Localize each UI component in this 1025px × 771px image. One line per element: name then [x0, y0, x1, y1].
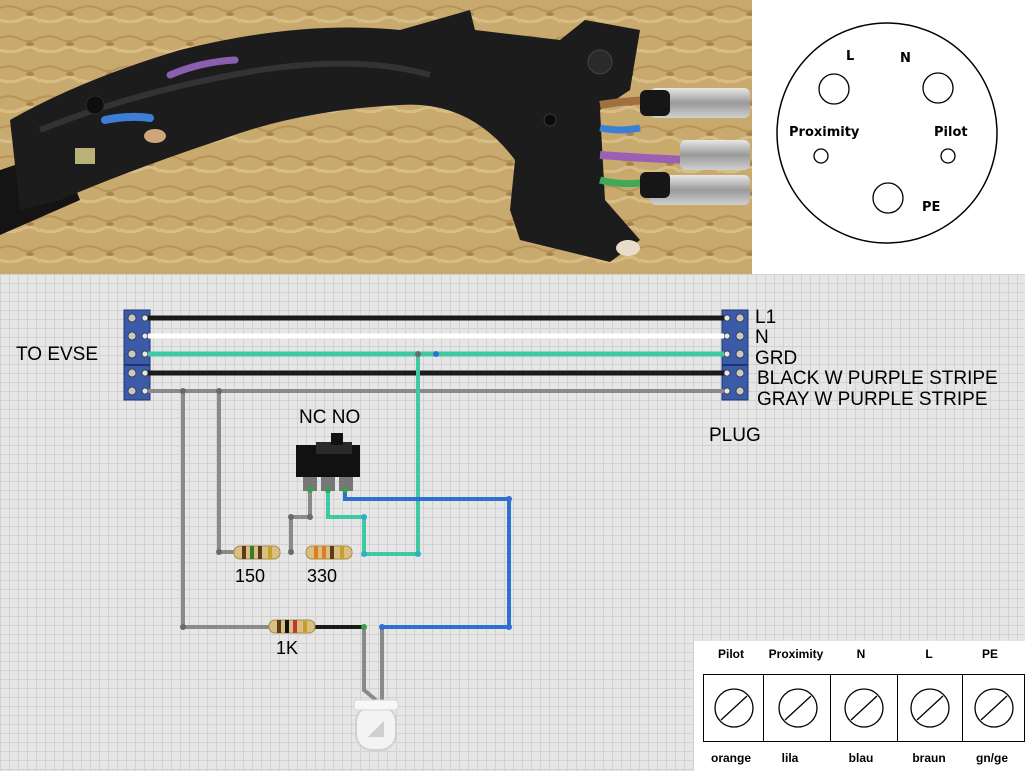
wire-switch-common	[289, 490, 312, 552]
connector-photo	[0, 0, 752, 274]
resistor-label-330: 330	[307, 566, 338, 586]
terminal-proximity	[764, 675, 831, 741]
wire-label-l1: L1	[755, 307, 777, 328]
pin-pe	[872, 182, 904, 214]
wire-label-grd: GRD	[755, 348, 798, 369]
pin-pilot	[940, 148, 956, 164]
led	[353, 699, 399, 751]
pin-n	[922, 72, 954, 104]
terminal-pe	[963, 675, 1023, 741]
screw-icon	[974, 688, 1014, 728]
plug-terminal-block	[721, 309, 749, 401]
header-proximity: Proximity	[768, 647, 824, 661]
terminal-n	[831, 675, 898, 741]
screw-icon	[778, 688, 818, 728]
resistor-150	[233, 545, 281, 560]
connector-photo-illustration	[0, 0, 752, 274]
screw-icon	[844, 688, 884, 728]
pinout-diagram: L N Proximity Pilot PE	[752, 0, 1025, 274]
junctions	[180, 351, 512, 630]
wire-grd-drop	[364, 354, 420, 556]
wire-gray-to-150	[217, 391, 234, 554]
header-n: N	[856, 647, 866, 661]
color-n: blau	[848, 751, 874, 765]
to-evse-label: TO EVSE	[16, 344, 99, 365]
wire-label-gray-purple: GRAY W PURPLE STRIPE	[757, 389, 988, 410]
switch-label: NC NO	[299, 407, 361, 428]
resistor-330	[305, 545, 353, 560]
pin-label-n: N	[900, 51, 911, 66]
slide-switch	[296, 433, 360, 493]
terminal-l	[898, 675, 963, 741]
pin-label-pilot: Pilot	[934, 125, 968, 140]
wire-blue	[343, 490, 511, 629]
color-pe: gn/ge	[976, 751, 1008, 765]
evse-terminal-block	[123, 309, 151, 401]
terminal-table: Pilot Proximity N L PE orange lila blau …	[694, 641, 1025, 771]
wire-label-black-purple: BLACK W PURPLE STRIPE	[757, 368, 998, 389]
wire-switch-no	[326, 490, 366, 554]
resistor-label-1k: 1K	[276, 638, 299, 658]
pin-proximity	[813, 148, 829, 164]
plug-label: PLUG	[709, 425, 761, 446]
screw-icon	[714, 688, 754, 728]
resistor-label-150: 150	[235, 566, 266, 586]
color-proximity: lila	[781, 751, 799, 765]
pin-label-pe: PE	[922, 200, 941, 215]
circuit-svg	[123, 309, 749, 751]
screw-icon	[910, 688, 950, 728]
pin-label-l: L	[846, 49, 855, 64]
terminal-pilot	[704, 675, 764, 741]
wire-gray-to-1k	[181, 391, 272, 629]
pin-l	[818, 73, 850, 105]
terminal-row	[703, 674, 1025, 742]
color-l: braun	[912, 751, 946, 765]
header-pe: PE	[981, 647, 998, 661]
pin-label-proximity: Proximity	[789, 125, 860, 140]
resistor-1k	[268, 619, 316, 634]
wire-label-n: N	[755, 327, 769, 348]
header-l: L	[925, 647, 933, 661]
header-pilot: Pilot	[718, 647, 744, 661]
color-pilot: orange	[710, 751, 751, 765]
pinout-svg	[776, 22, 998, 244]
